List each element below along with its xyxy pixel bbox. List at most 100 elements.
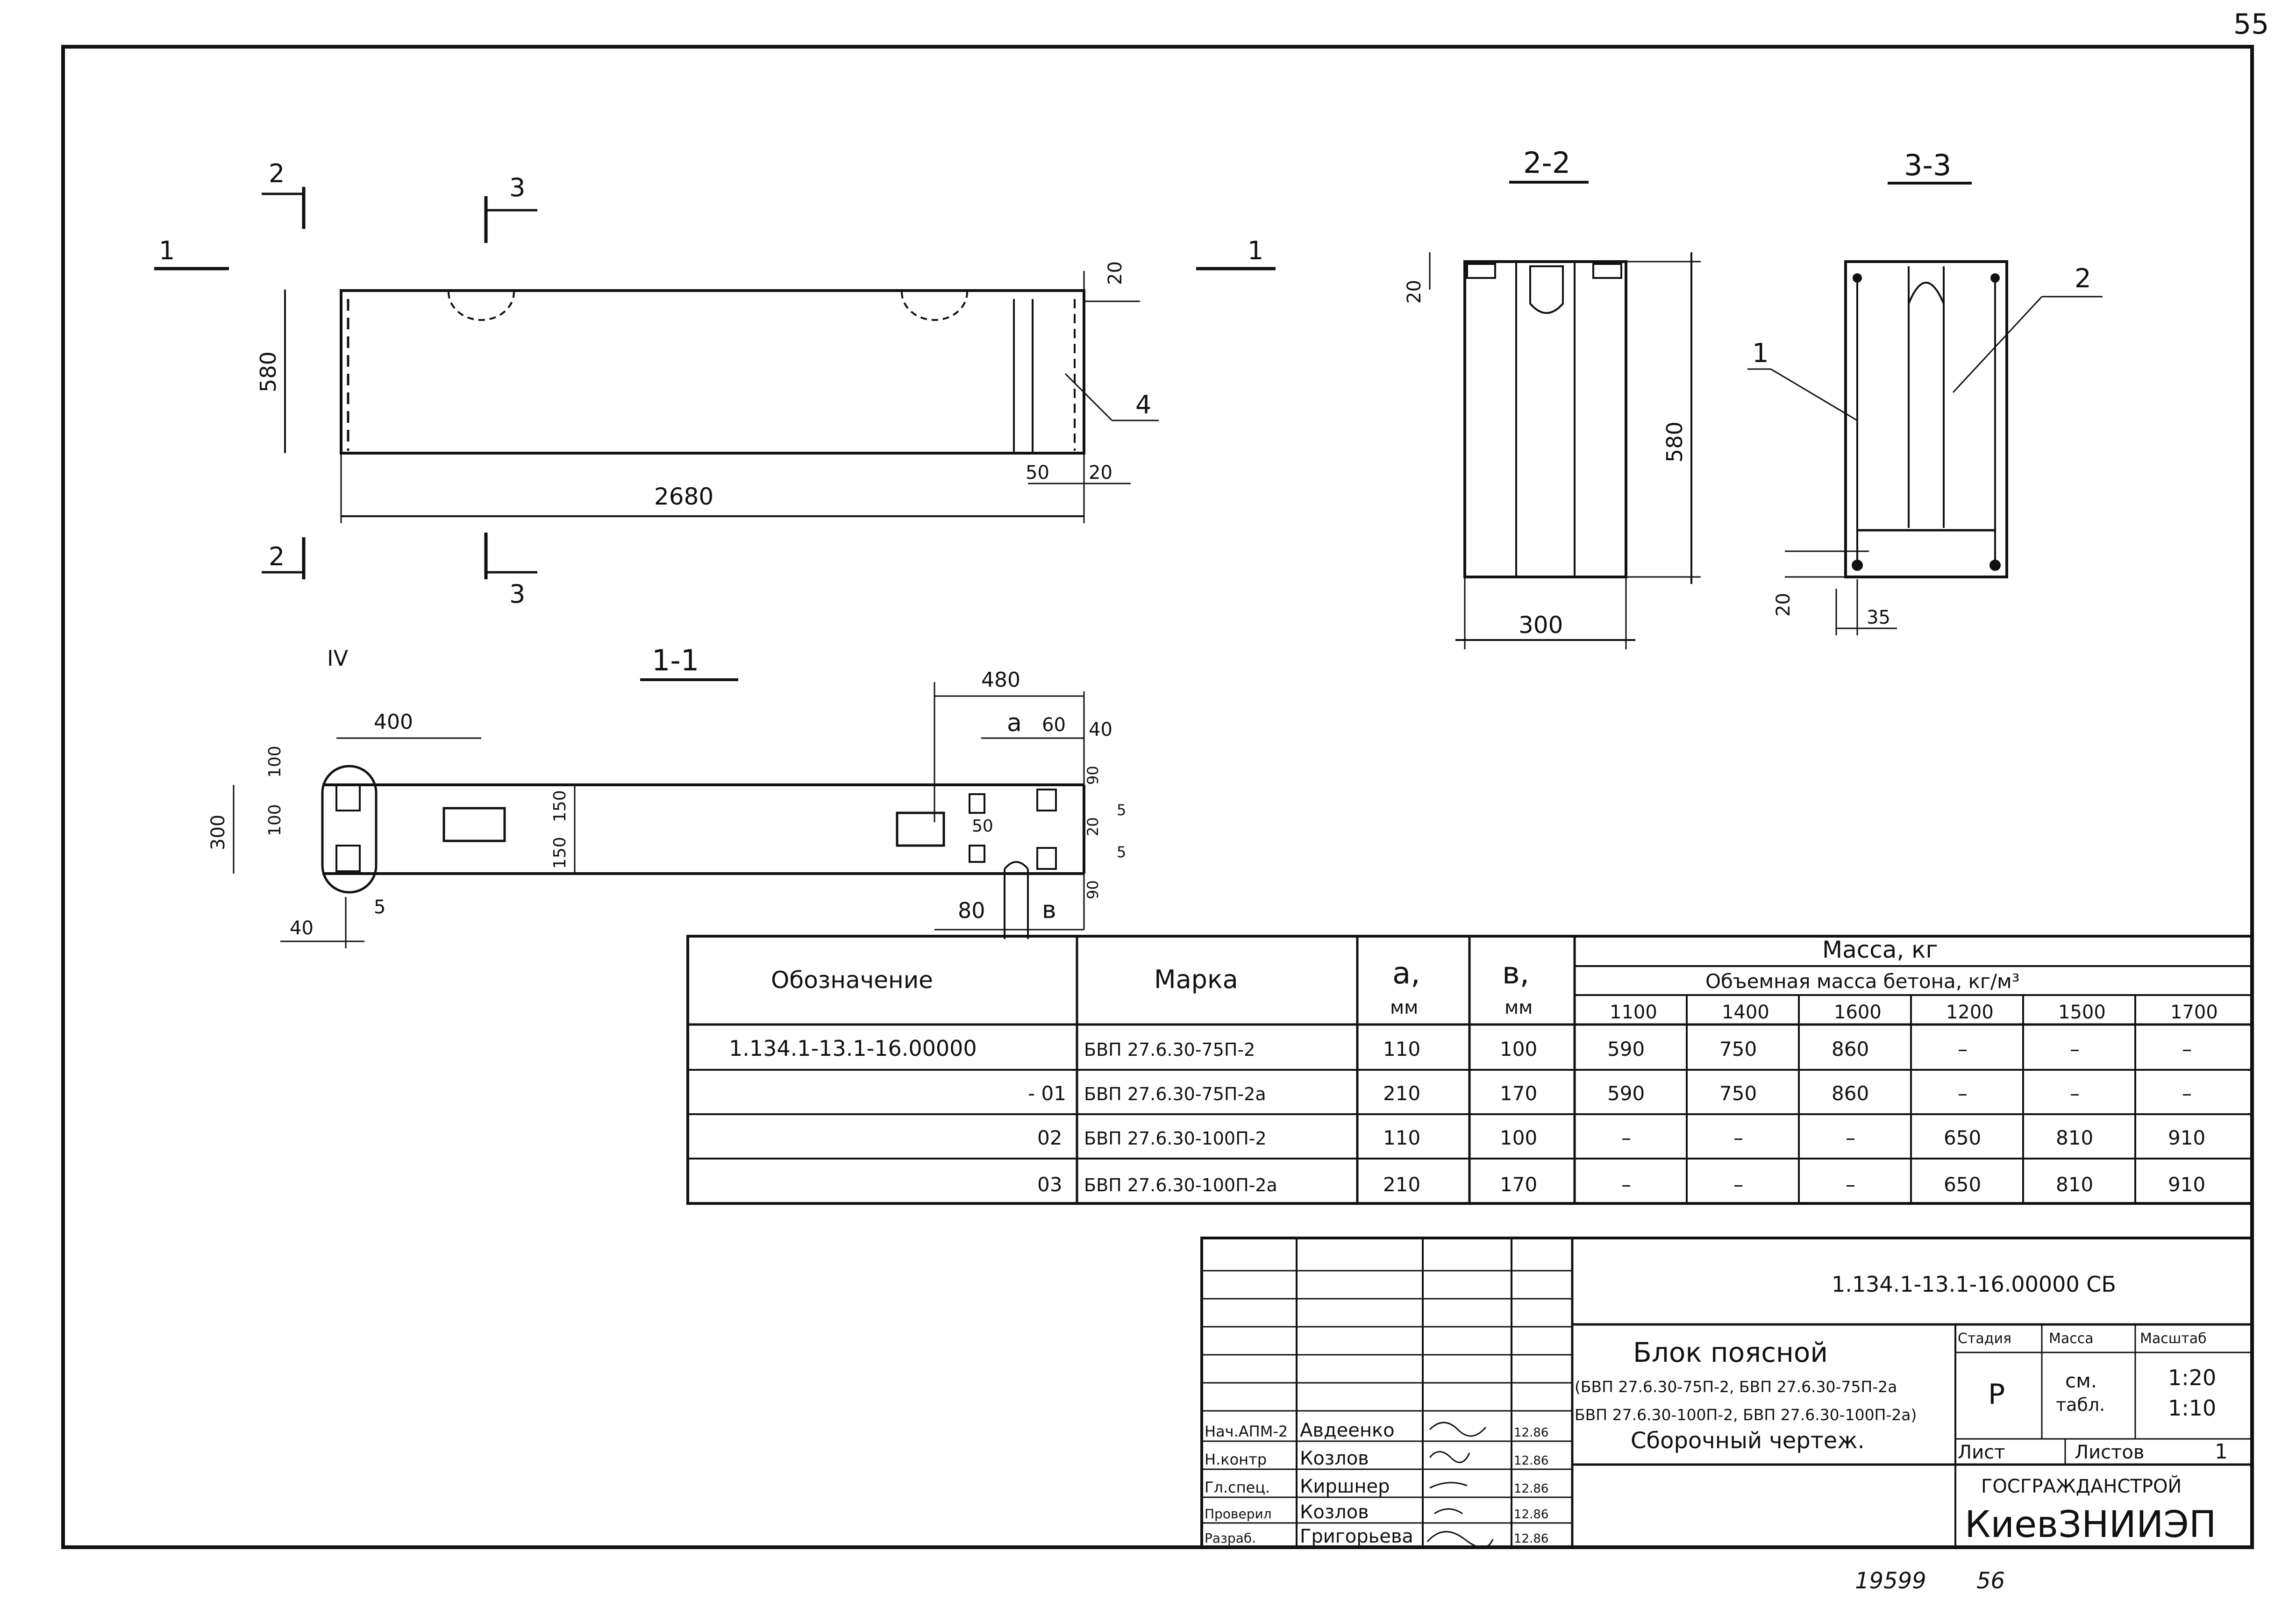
row-designation: - 01 — [1028, 1082, 1066, 1105]
person-role: Разраб. — [1205, 1530, 1256, 1546]
section-3-3-dim-20: 20 — [1773, 593, 1794, 617]
row-mass-5: – — [2070, 1082, 2080, 1105]
header-mass: Масса, кг — [1822, 936, 1938, 963]
node-iv-label: IV — [327, 646, 349, 671]
plan-dim-100b: 100 — [265, 804, 285, 836]
plan-dim-40r: 40 — [1089, 719, 1112, 740]
sheets-label: Листов — [2075, 1442, 2144, 1463]
position-4-label: 4 — [1135, 390, 1151, 420]
front-dim-top: 20 — [1105, 261, 1126, 285]
doc-marks-2: БВП 27.6.30-100П-2, БВП 27.6.30-100П-2а) — [1575, 1406, 1917, 1424]
cut-1-left: 1 — [159, 236, 175, 265]
cut-3-top: 3 — [509, 173, 525, 202]
header-density-3: 1600 — [1834, 1002, 1882, 1023]
scale-value-1: 1:20 — [2168, 1365, 2216, 1390]
row-mass-6: 910 — [2168, 1126, 2205, 1149]
plan-dim-b: в — [1042, 896, 1056, 924]
plan-dim-50: 50 — [972, 817, 993, 836]
row-designation: 03 — [1037, 1173, 1062, 1196]
sheet-label: Лист — [1958, 1442, 2005, 1463]
person-date: 12.86 — [1514, 1454, 1548, 1468]
section-3-3: 3-3 1 2 20 35 — [1747, 148, 2103, 635]
row-mass-4: – — [1958, 1082, 1968, 1105]
person-role: Проверил — [1205, 1506, 1272, 1522]
front-dim-50: 50 — [1026, 462, 1049, 484]
plan-dim-5: 5 — [374, 896, 385, 918]
plan-dim-40: 40 — [290, 918, 314, 939]
table-row: 03 БВП 27.6.30-100П-2а 210 170 – – – 650… — [1037, 1173, 2205, 1196]
plan-dim-5a: 5 — [1117, 801, 1126, 819]
cut-2-top: 2 — [269, 159, 285, 188]
person-date: 12.86 — [1514, 1508, 1548, 1522]
plan-dim-90a: 90 — [1084, 766, 1102, 785]
spec-table: Обозначение Марка a, мм в, мм Масса, кг … — [686, 935, 2253, 1205]
person-role: Гл.спец. — [1205, 1479, 1270, 1496]
position-1-label: 1 — [1752, 338, 1769, 369]
sheets-value: 1 — [2215, 1440, 2228, 1464]
section-3-3-title: 3-3 — [1904, 148, 1951, 182]
plan-dim-90b: 90 — [1084, 880, 1102, 899]
row-mark: БВП 27.6.30-75П-2 — [1084, 1039, 1255, 1060]
front-height: 580 — [256, 351, 281, 392]
row-mass-2: – — [1733, 1126, 1743, 1149]
doc-code: 1.134.1-13.1-16.00000 СБ — [1832, 1272, 2116, 1297]
section-2-2: 2-2 300 580 20 — [1404, 146, 1701, 649]
plan-dim-150b: 150 — [550, 837, 570, 869]
person-name: Козлов — [1300, 1448, 1369, 1469]
header-density-5: 1500 — [2058, 1002, 2106, 1023]
plan-dim-60: 60 — [1042, 714, 1066, 736]
row-mass-3: 860 — [1832, 1082, 1869, 1105]
mass-label: Масса — [2049, 1330, 2094, 1347]
row-mass-6: – — [2182, 1038, 2192, 1060]
section-2-2-width: 300 — [1519, 612, 1563, 639]
doc-marks-1: (БВП 27.6.30-75П-2, БВП 27.6.30-75П-2а — [1575, 1378, 1897, 1396]
footer-inventory: 19599 — [1855, 1568, 1926, 1594]
header-density-6: 1700 — [2170, 1002, 2218, 1023]
position-2-label: 2 — [2075, 263, 2091, 294]
plan-dim-100a: 100 — [265, 746, 285, 778]
row-mass-5: 810 — [2056, 1126, 2093, 1149]
row-mass-2: – — [1733, 1173, 1743, 1196]
row-a: 110 — [1383, 1126, 1420, 1149]
mass-value-2: табл. — [2056, 1394, 2105, 1415]
plan-dim-5b: 5 — [1117, 843, 1126, 861]
header-density-4: 1200 — [1946, 1002, 1994, 1023]
doc-name: Блок поясной — [1633, 1337, 1828, 1368]
plan-dim-300: 300 — [207, 815, 229, 850]
plan-dim-80: 80 — [958, 898, 985, 923]
header-density-1: 1100 — [1610, 1002, 1657, 1023]
section-3-3-dim-35: 35 — [1867, 607, 1890, 628]
footer-page: 56 — [1976, 1568, 2005, 1594]
row-b: 170 — [1500, 1173, 1537, 1196]
org-name-2: КиевЗНИИЭП — [1965, 1504, 2217, 1546]
row-mass-3: – — [1846, 1126, 1855, 1149]
table-row: 1.134.1-13.1-16.00000 БВП 27.6.30-75П-2 … — [729, 1036, 2192, 1061]
person-role: Нач.АПМ-2 — [1205, 1423, 1288, 1440]
person-name: Козлов — [1300, 1501, 1369, 1523]
mass-value-1: см. — [2065, 1369, 2097, 1392]
header-a: a, — [1392, 956, 1420, 991]
person-date: 12.86 — [1514, 1426, 1548, 1440]
plan-dim-a: a — [1007, 709, 1022, 737]
row-a: 110 — [1383, 1038, 1420, 1060]
row-mass-4: 650 — [1944, 1173, 1981, 1196]
doc-type: Сборочный чертеж. — [1631, 1428, 1865, 1454]
person-date: 12.86 — [1514, 1532, 1548, 1546]
row-b: 100 — [1500, 1038, 1537, 1060]
org-name-1: ГОСГРАЖДАНСТРОЙ — [1981, 1475, 2182, 1497]
front-length: 2680 — [654, 483, 713, 510]
cut-2-bottom: 2 — [269, 542, 285, 571]
row-mass-1: 590 — [1607, 1082, 1645, 1105]
row-mass-6: – — [2182, 1082, 2192, 1105]
plan-dim-400: 400 — [374, 710, 413, 734]
row-a: 210 — [1383, 1173, 1420, 1196]
header-a-unit: мм — [1390, 997, 1418, 1018]
sheet-border — [61, 45, 2254, 1549]
header-designation: Обозначение — [771, 967, 933, 994]
person-name: Григорьева — [1300, 1526, 1413, 1547]
section-2-2-top: 20 — [1404, 280, 1425, 304]
person-name: Киршнер — [1300, 1476, 1390, 1497]
stage-value: Р — [1988, 1378, 2005, 1411]
row-mark: БВП 27.6.30-75П-2а — [1084, 1084, 1266, 1104]
header-density: Объемная масса бетона, кг/м³ — [1705, 970, 2020, 993]
